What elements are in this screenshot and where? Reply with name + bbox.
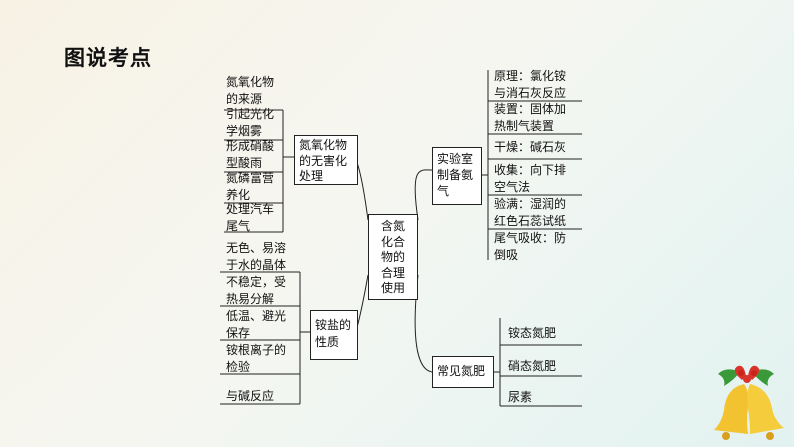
lab-item-principle: 原理：氯化铵 与消石灰反应 xyxy=(494,69,567,100)
center-node: 含氮 化合 物的 合理 使用 xyxy=(368,214,418,300)
branch-fertilizer: 常见氮肥 xyxy=(432,356,494,388)
fertilizer-item-ammonium: 铵态氮肥 xyxy=(508,326,557,340)
lab-item-drying: 干燥：碱石灰 xyxy=(494,140,567,154)
ammonium-item-storage: 低温、避光 保存 xyxy=(226,309,287,340)
nox-item-acid-rain: 形成硝酸 型酸雨 xyxy=(226,139,275,170)
page-title: 图说考点 xyxy=(64,46,152,70)
ammonium-item-unstable: 不稳定，受 热易分解 xyxy=(226,275,287,306)
nox-item-exhaust: 处理汽车 尾气 xyxy=(226,202,275,233)
nox-item-eutrophication: 氮磷富营 养化 xyxy=(226,171,275,202)
fertilizer-item-urea: 尿素 xyxy=(508,390,533,404)
branch-lab: 实验室 制备氨 气 xyxy=(432,147,482,205)
lab-item-apparatus: 装置：固体加 热制气装置 xyxy=(494,102,567,133)
lab-item-tail-gas: 尾气吸收：防 倒吸 xyxy=(494,231,567,262)
link-center-lab xyxy=(414,169,433,221)
nox-item-source: 氮氧化物 的来源 xyxy=(226,75,275,106)
ammonium-item-crystal: 无色、易溶 于水的晶体 xyxy=(226,241,287,272)
lab-item-collection: 收集：向下排 空气法 xyxy=(494,163,567,194)
ammonium-item-test: 铵根离子的 检验 xyxy=(226,343,287,374)
branch-nox: 氮氧化物 的无害化 处理 xyxy=(294,135,358,185)
nox-item-smog: 引起光化 学烟雾 xyxy=(226,107,275,138)
branch-ammonium: 铵盐的 性质 xyxy=(310,310,358,360)
ammonium-item-base: 与碱反应 xyxy=(226,389,275,403)
lab-item-full-check: 验满：湿润的 红色石蕊试纸 xyxy=(494,197,567,228)
fertilizer-item-nitrate: 硝态氮肥 xyxy=(508,359,557,373)
